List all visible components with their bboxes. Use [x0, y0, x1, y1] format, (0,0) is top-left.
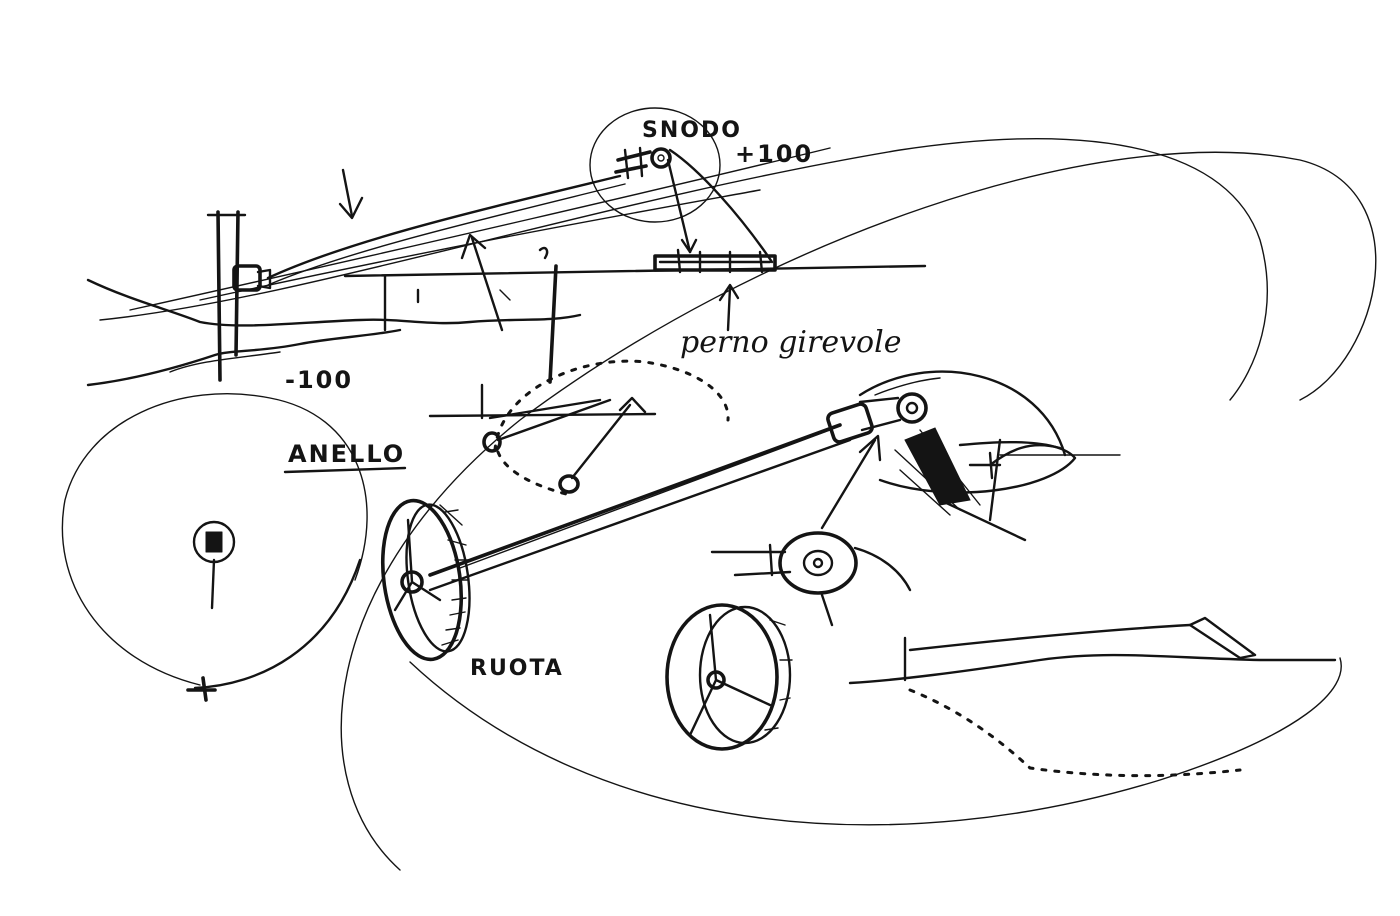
- label-plus-value: +100: [735, 140, 813, 168]
- beam-structure: [343, 233, 927, 384]
- terrain-left: [86, 174, 626, 387]
- terrain-right: [848, 616, 1337, 778]
- dome-hood: [820, 370, 1121, 542]
- snodo-detail: [589, 107, 774, 264]
- anello-underline: [283, 466, 407, 474]
- labels: SNODO +100 -100 perno girevole ANELLO RU…: [283, 118, 901, 681]
- label-perno: perno girevole: [680, 325, 901, 360]
- label-snodo: SNODO: [642, 118, 742, 143]
- dotted-arc: [428, 359, 730, 497]
- label-minus-value: -100: [285, 366, 353, 394]
- cam-detail: [710, 531, 912, 627]
- wheel-assembly: [380, 392, 928, 662]
- label-anello: ANELLO: [288, 440, 405, 468]
- anello-circle: [61, 393, 368, 702]
- label-ruota: RUOTA: [470, 656, 564, 681]
- arrow-down-icon: [338, 168, 364, 220]
- second-wheel: [665, 603, 793, 751]
- sweep-loop: [99, 138, 1377, 871]
